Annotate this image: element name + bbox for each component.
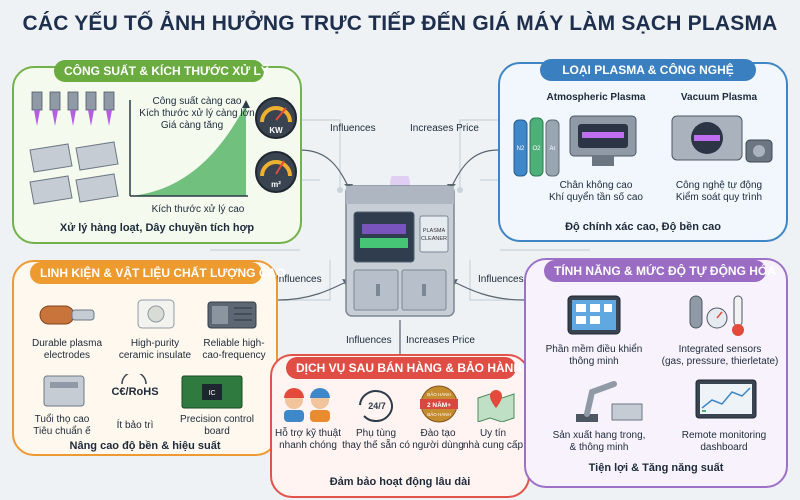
ceramic-label-2: ceramic insulate [118,350,192,361]
growth-chart-icon [129,100,250,197]
dashboard-label-1: Remote monitoring [681,430,767,441]
warranty-badge-icon: BẢO HÀNH 2 NĂM+ BẢO HÀNH [420,385,458,423]
robotic-arm-icon [576,381,643,422]
gauge-kw-label: KW [269,126,283,135]
vacuum-title: Vacuum Plasma [680,92,758,103]
ce-rohs-label: C€/RoHS [111,386,159,398]
atmospheric-caption-1: Chân không cao [559,180,633,191]
refresh-icon [121,374,147,385]
rf-label-2: cao-frequency [202,350,266,361]
connector-label-bottom-right: Increases Price [406,335,475,346]
training-label-1: Đào tạo [420,428,456,439]
reputation-label-2: nhà cung cấp [462,440,524,451]
machine-label-1: PLASMA [423,228,446,234]
tech-support-label-1: Hỗ trợ kỹ thuật [274,428,342,439]
substrate-panels-icon [29,141,119,205]
components-footer: Nâng cao độ bền & hiệu suất [69,440,221,452]
rf-label-1: Reliable high- [203,338,265,349]
dashboard-label-2: dashboard [700,442,748,453]
plasma-type-header: LOẠI PLASMA & CÔNG NGHỆ [540,59,756,81]
reputation-label-1: Uy tín [479,428,507,439]
dashboard-icon [695,379,757,419]
connector-label-mid-left: Influences [276,274,322,285]
rf-generator-icon [207,301,257,329]
components-panel [12,260,278,456]
chart-text-3: Giá càng tăng [160,120,224,131]
ceramic-label-1: High-purity [130,338,180,349]
chart-text-1: Công suất càng cao [152,96,242,107]
connector-label-mid-right: Influences [478,274,524,285]
durable-label-1: Tuổi thọ cao [34,414,90,425]
electrode-label-1: Durable plasma [31,338,103,349]
map-pin-icon [477,390,515,422]
kw-gauge-icon: KW [255,97,297,139]
area-gauge-icon: m² [255,151,297,193]
board-ic-label: IC [209,390,216,397]
smart-production-label-2: & thông minh [569,442,629,453]
nozzle-array-icon [31,91,115,126]
warranty-badge-text-2: 2 NĂM+ [427,400,451,409]
power-size-header: CÔNG SUẤT & KÍCH THƯỚC XỬ LÝ [54,60,269,82]
durable-box-icon [43,375,85,407]
atmospheric-title: Atmospheric Plasma [546,92,646,103]
electrode-label-2: electrodes [43,350,91,361]
plasma-type-footer: Độ chính xác cao, Độ bền cao [565,221,721,233]
gas-o2-label: O2 [532,146,541,152]
software-label-1: Phần mềm điều khiển [545,344,643,355]
atmospheric-chamber-icon [569,115,637,166]
warranty-badge-text-1: BẢO HÀNH [427,391,451,397]
automation-header: TÍNH NĂNG & MỨC ĐỘ TỰ ĐỘNG HÓA [544,260,776,282]
tech-support-label-2: nhanh chóng [279,440,337,451]
machine-label-2: CLEANER [421,236,447,242]
sensors-icon [689,295,744,336]
durable-label-2: Tiêu chuẩn ế [33,426,91,437]
support-247-label: 24/7 [368,401,386,411]
connector-label-top-left: Influences [330,123,376,134]
page-title: CÁC YẾU TỐ ẢNH HƯỞNG TRỰC TIẾP ĐẾN GIÁ M… [22,12,778,35]
chart-axis-label: Kích thước xử lý cao [151,204,245,215]
power-size-footer: Xử lý hàng loạt, Dây chuyền tích hợp [59,222,255,234]
gas-n2-label: N2 [517,146,525,152]
plasma-cleaner-machine-icon: PLASMA CLEANER [345,176,455,317]
control-board-label-1: Precision control [180,414,254,425]
support-247-icon: 24/7 [359,390,393,422]
software-label-2: thông minh [569,356,619,367]
warranty-badge-text-3: BẢO HÀNH [427,411,451,417]
ceramic-insulator-icon [137,299,175,329]
vacuum-caption-2: Kiểm soát quy trình [675,192,763,203]
spare-parts-label-2: thay thế sẵn có [342,440,410,451]
automation-footer: Tiện lợi & Tăng năng suất [588,462,724,474]
gauge-m2-label: m² [271,180,281,189]
gas-ar-label: Ar [550,146,556,152]
spare-parts-label-1: Phụ tùng [355,428,397,439]
control-board-label-2: board [204,426,230,437]
training-label-2: người dùng [412,440,464,451]
gas-cylinders-icon: N2 O2 Ar [513,117,560,177]
smart-production-label-1: Sản xuất hang trong, [552,430,646,441]
control-board-icon: IC [181,375,243,409]
chart-text-2: Kích thước xử lý càng lớn [139,108,255,119]
atmospheric-caption-2: Khí quyển tần số cao [549,192,643,203]
low-maintenance-label: Ít bảo trì [116,420,154,431]
connector-label-bottom-left: Influences [346,335,392,346]
control-software-icon [567,295,621,335]
sensors-label-1: Integrated sensors [678,344,762,355]
components-header: LINH KIỆN & VẬT LIỆU CHẤT LƯỢNG CAO [30,262,286,284]
automation-panel [524,258,788,488]
vacuum-chamber-icon [671,115,773,163]
vacuum-caption-1: Công nghệ tự động [675,180,763,191]
after-sales-footer: Đảm bảo hoạt động lâu dài [329,476,471,488]
electrode-icon [39,305,95,325]
technician-team-icon [284,388,330,422]
sensors-label-2: (gas, pressure, thierletate) [661,356,779,367]
connector-label-top-right: Increases Price [410,123,479,134]
after-sales-header: DỊCH VỤ SAU BÁN HÀNG & BẢO HÀNH [286,357,522,379]
